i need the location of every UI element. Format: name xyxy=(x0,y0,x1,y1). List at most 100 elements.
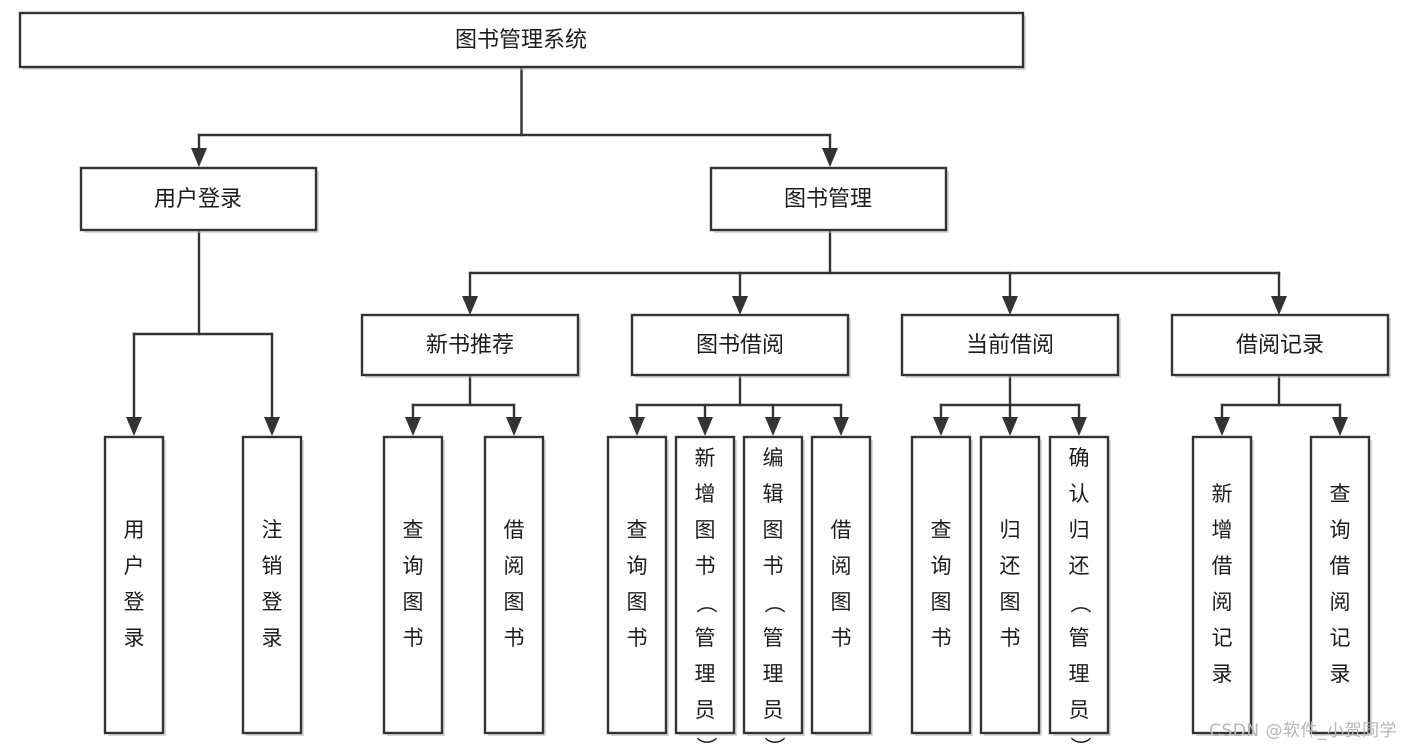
node-rect xyxy=(241,435,303,735)
connector-layer xyxy=(126,65,1348,436)
leaf-label-char: 增 xyxy=(1212,518,1233,542)
connector-borrowrecord-to-leaves xyxy=(1214,374,1348,436)
leaf-label-char: 记 xyxy=(1212,626,1233,650)
node-rect xyxy=(979,435,1041,735)
arrow-head-icon xyxy=(462,296,478,315)
leaf-label-char: 管 xyxy=(763,626,784,650)
arrow-head-icon xyxy=(1071,417,1087,436)
node-book-borrow[interactable]: 图书借阅 xyxy=(630,313,851,378)
node-user-login[interactable]: 用户登录 xyxy=(79,166,319,233)
leaf-label-char: 增 xyxy=(695,482,716,506)
node-rect xyxy=(79,166,318,232)
node-rect xyxy=(360,313,580,377)
leaf-label-char: 阅 xyxy=(1330,590,1351,614)
leaf-label-char: 书 xyxy=(627,626,648,650)
leaf-label-char: 询 xyxy=(931,554,952,578)
arrow-head-icon xyxy=(405,417,421,436)
connector-root-to-level1 xyxy=(191,65,838,167)
leaf-label-char: 书 xyxy=(403,626,424,650)
leaf-label-char: 录 xyxy=(1330,662,1351,686)
node-borrow-record[interactable]: 借阅记录 xyxy=(1170,313,1391,378)
arrow-head-icon xyxy=(1214,417,1230,436)
arrow-head-icon xyxy=(765,417,781,436)
leaf-label-char: 询 xyxy=(403,554,424,578)
node-root[interactable]: 图书管理系统 xyxy=(18,11,1026,70)
leaf-label-char: 图 xyxy=(931,590,952,614)
leaf-label-char: 归 xyxy=(1069,518,1090,542)
node-rect xyxy=(742,435,804,735)
node-rect xyxy=(606,435,668,735)
leaf-label-char: 书 xyxy=(831,626,852,650)
node-rect xyxy=(674,435,736,735)
node-label-current-borrow: 当前借阅 xyxy=(966,333,1054,358)
node-rect xyxy=(910,435,972,735)
node-new-book-recommend[interactable]: 新书推荐 xyxy=(360,313,581,378)
leaf-label-char: 询 xyxy=(627,554,648,578)
leaf-label-char: 借 xyxy=(831,518,852,542)
leaf-label-char: 查 xyxy=(1330,482,1351,506)
leaf-label-char: 员 xyxy=(1069,698,1090,722)
node-book-management[interactable]: 图书管理 xyxy=(709,166,949,233)
arrow-head-icon xyxy=(732,296,748,315)
arrow-head-icon xyxy=(833,417,849,436)
node-rect xyxy=(630,313,850,377)
leaf-label-char: 书 xyxy=(695,554,716,578)
leaf-label-char: 查 xyxy=(931,518,952,542)
leaf-label-char: 查 xyxy=(403,518,424,542)
node-rect xyxy=(810,435,872,735)
arrow-head-icon xyxy=(191,148,207,167)
node-rect xyxy=(900,313,1120,377)
leaf-label-char: 书 xyxy=(931,626,952,650)
node-rect xyxy=(709,166,948,232)
leaf-label-char: 认 xyxy=(1069,482,1090,506)
leaf-label-char: 阅 xyxy=(831,554,852,578)
connector-bookmgmt-to-level2 xyxy=(462,230,1287,315)
leaf-label-char: 销 xyxy=(262,554,283,578)
leaf-label-char: 图 xyxy=(504,590,525,614)
leaf-label-char: （ xyxy=(762,593,786,614)
leaf-label-char: 确 xyxy=(1069,446,1090,470)
leaf-node-label: 用户登录 xyxy=(124,518,145,650)
arrow-head-icon xyxy=(629,417,645,436)
leaf-label-char: ） xyxy=(1068,737,1092,747)
arrow-head-icon xyxy=(1002,417,1018,436)
arrow-head-icon xyxy=(506,417,522,436)
leaf-label-char: 还 xyxy=(1000,554,1021,578)
leaf-label-char: 辑 xyxy=(763,482,784,506)
leaf-label-char: 图 xyxy=(831,590,852,614)
arrow-head-icon xyxy=(264,417,280,436)
leaf-label-char: 书 xyxy=(1000,626,1021,650)
leaf-label-char: 用 xyxy=(124,518,145,542)
leaf-label-char: 录 xyxy=(124,626,145,650)
leaf-label-char: 书 xyxy=(504,626,525,650)
leaf-node-user-login-1[interactable]: 用户登录 xyxy=(103,435,166,736)
node-label-user-login: 用户登录 xyxy=(154,187,242,212)
leaf-label-char: 理 xyxy=(763,662,784,686)
node-current-borrow[interactable]: 当前借阅 xyxy=(900,313,1121,378)
leaf-label-char: 图 xyxy=(403,590,424,614)
leaf-label-char: ） xyxy=(694,737,718,747)
node-rect xyxy=(1309,435,1371,735)
leaf-label-char: 书 xyxy=(763,554,784,578)
leaf-label-char: 登 xyxy=(124,590,145,614)
leaf-label-char: （ xyxy=(694,593,718,614)
leaf-label-char: 查 xyxy=(627,518,648,542)
arrow-head-icon xyxy=(697,417,713,436)
